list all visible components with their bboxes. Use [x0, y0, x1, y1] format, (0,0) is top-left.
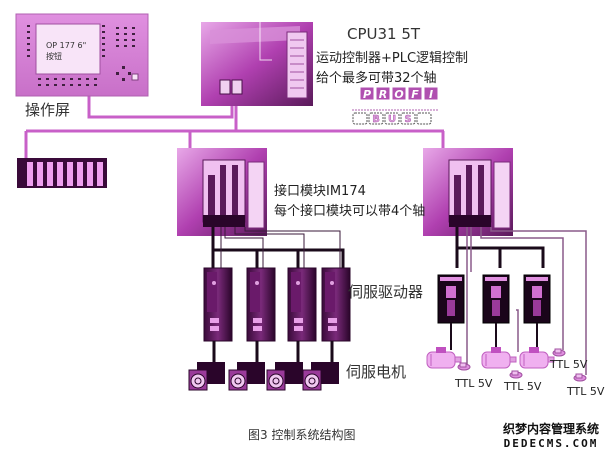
im174-label-line1: 接口模块IM174 — [274, 184, 366, 199]
im174-label-line2: 每个接口模块可以带4个轴 — [274, 204, 426, 219]
servo-motor-1 — [188, 362, 225, 391]
svg-text:P: P — [363, 88, 371, 101]
profibus-bottom-cell: S — [400, 112, 416, 125]
profibus-letter-p: P — [359, 86, 375, 101]
servo-motor-4 — [302, 362, 339, 391]
ac-motors-group-2 — [426, 347, 555, 369]
inverter-drives-group-2 — [437, 274, 551, 350]
profibus-cabling — [24, 96, 445, 160]
distributed-io-module — [17, 158, 107, 188]
svg-text:U: U — [388, 114, 396, 125]
ac-motor-2 — [481, 347, 517, 369]
hmi-panel — [15, 13, 149, 97]
servo-motors-group-1 — [188, 362, 339, 391]
cpu-315t — [201, 22, 313, 106]
hmi-screen-text: OP 177 6" 按钮 — [46, 40, 86, 62]
encoder-4 — [573, 373, 587, 382]
profibus-letter-f: F — [407, 86, 423, 101]
hmi-screen — [35, 23, 101, 75]
profibus-bottom-cell — [416, 112, 432, 125]
servo-drive-4 — [321, 267, 351, 362]
watermark: 织梦内容管理系统 DEDECMS.COM — [503, 420, 599, 450]
cpu-desc-line1: 运动控制器+PLC逻辑控制 — [316, 51, 469, 66]
inverter-1 — [437, 274, 465, 350]
im174-module-2 — [423, 148, 513, 236]
io-slots — [27, 162, 103, 186]
svg-text:F: F — [411, 88, 419, 101]
svg-text:R: R — [379, 88, 387, 101]
encoder-1 — [457, 362, 471, 371]
profibus-letter-o: O — [391, 86, 407, 101]
servo-drive-3 — [287, 267, 317, 362]
ac-motor-1 — [426, 347, 462, 369]
svg-text:O: O — [394, 88, 403, 101]
hmi-screen-line2: 按钮 — [46, 52, 62, 61]
ac-motor-3 — [519, 347, 555, 369]
encoder-label-2: TTL 5V — [504, 380, 542, 393]
profibus-letter-r: R — [375, 86, 391, 101]
servo-drive-1 — [203, 267, 233, 362]
servo-drive-2 — [246, 267, 276, 362]
cpu-title: CPU31 5T — [347, 25, 421, 43]
servo-motor-3 — [266, 362, 303, 391]
watermark-line2: DEDECMS.COM — [503, 437, 599, 450]
hmi-label: 操作屏 — [25, 101, 71, 119]
encoder-label-1: TTL 5V — [455, 377, 493, 390]
hmi-screen-line1: OP 177 6" — [46, 41, 87, 50]
im174-1-signal-cables — [211, 227, 345, 268]
encoder-3 — [552, 348, 566, 357]
im174-module-1 — [177, 148, 267, 236]
servo-drive-label: 伺服驱动器 — [348, 283, 424, 301]
profibus-bottom-cell: B — [368, 112, 384, 125]
servo-motor-label: 伺服电机 — [346, 363, 407, 381]
profibus-bottom-cell — [352, 112, 368, 125]
inverter-3 — [523, 274, 551, 350]
inverter-2 — [482, 274, 510, 350]
hmi-enter-key — [131, 73, 139, 81]
figure-caption: 图3 控制系统结构图 — [248, 428, 356, 442]
hmi-to-cpu-cable — [87, 96, 234, 119]
encoder-label-4: TTL 5V — [567, 385, 605, 398]
cpu-desc-line2: 给个最多可带32个轴 — [316, 71, 437, 86]
encoder-2 — [509, 370, 523, 379]
servo-drives-group-1 — [203, 267, 351, 362]
svg-text:S: S — [404, 114, 411, 125]
svg-text:I: I — [429, 88, 433, 101]
svg-text:B: B — [372, 114, 380, 125]
servo-motor-2 — [228, 362, 265, 391]
profibus-bottom-cell: U — [384, 112, 400, 125]
profibus-letter-i: I — [423, 86, 439, 101]
encoder-label-3: TTL 5V — [550, 358, 588, 371]
encoders-group — [457, 348, 587, 382]
watermark-line1: 织梦内容管理系统 — [503, 422, 600, 436]
hmi-softkeys — [27, 25, 135, 86]
im174-2-signal-cables — [455, 227, 587, 375]
